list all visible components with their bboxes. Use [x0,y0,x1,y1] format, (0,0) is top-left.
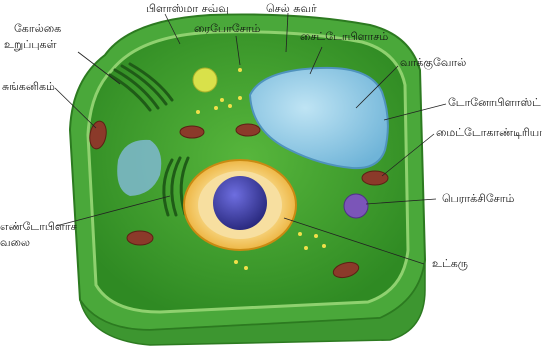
label-mitochondria: மைட்டோகாண்டிரியா [436,126,542,139]
label-lysosome: சுங்கனிகம் [2,80,55,93]
label-tonoplast: டோனோபிளாஸ்ட் [448,96,541,109]
label-plasma-membrane: பிளாஸ்மா சவ்வு [146,2,229,15]
label-cell-wall: செல் சுவர் [266,2,317,15]
label-nucleus: உட்கரு [432,257,468,270]
nucleus [184,160,296,250]
label-ribosome: ரைபோசோம் [194,22,260,35]
label-vacuole: வாக்குவோல் [400,56,466,69]
label-golgi-1: கோல்கை [14,22,61,35]
label-golgi-2: உறுப்புகள் [4,38,57,51]
label-er-1: எண்டோபிளாச [0,220,77,233]
label-peroxisome: பெராக்சிசோம் [442,192,514,205]
peroxisome [344,194,368,218]
ribosome-vesicle [193,68,217,92]
label-cytoplasm: சைட்டோபிளாசம் [300,30,388,43]
label-er-2: வலை [0,236,30,249]
